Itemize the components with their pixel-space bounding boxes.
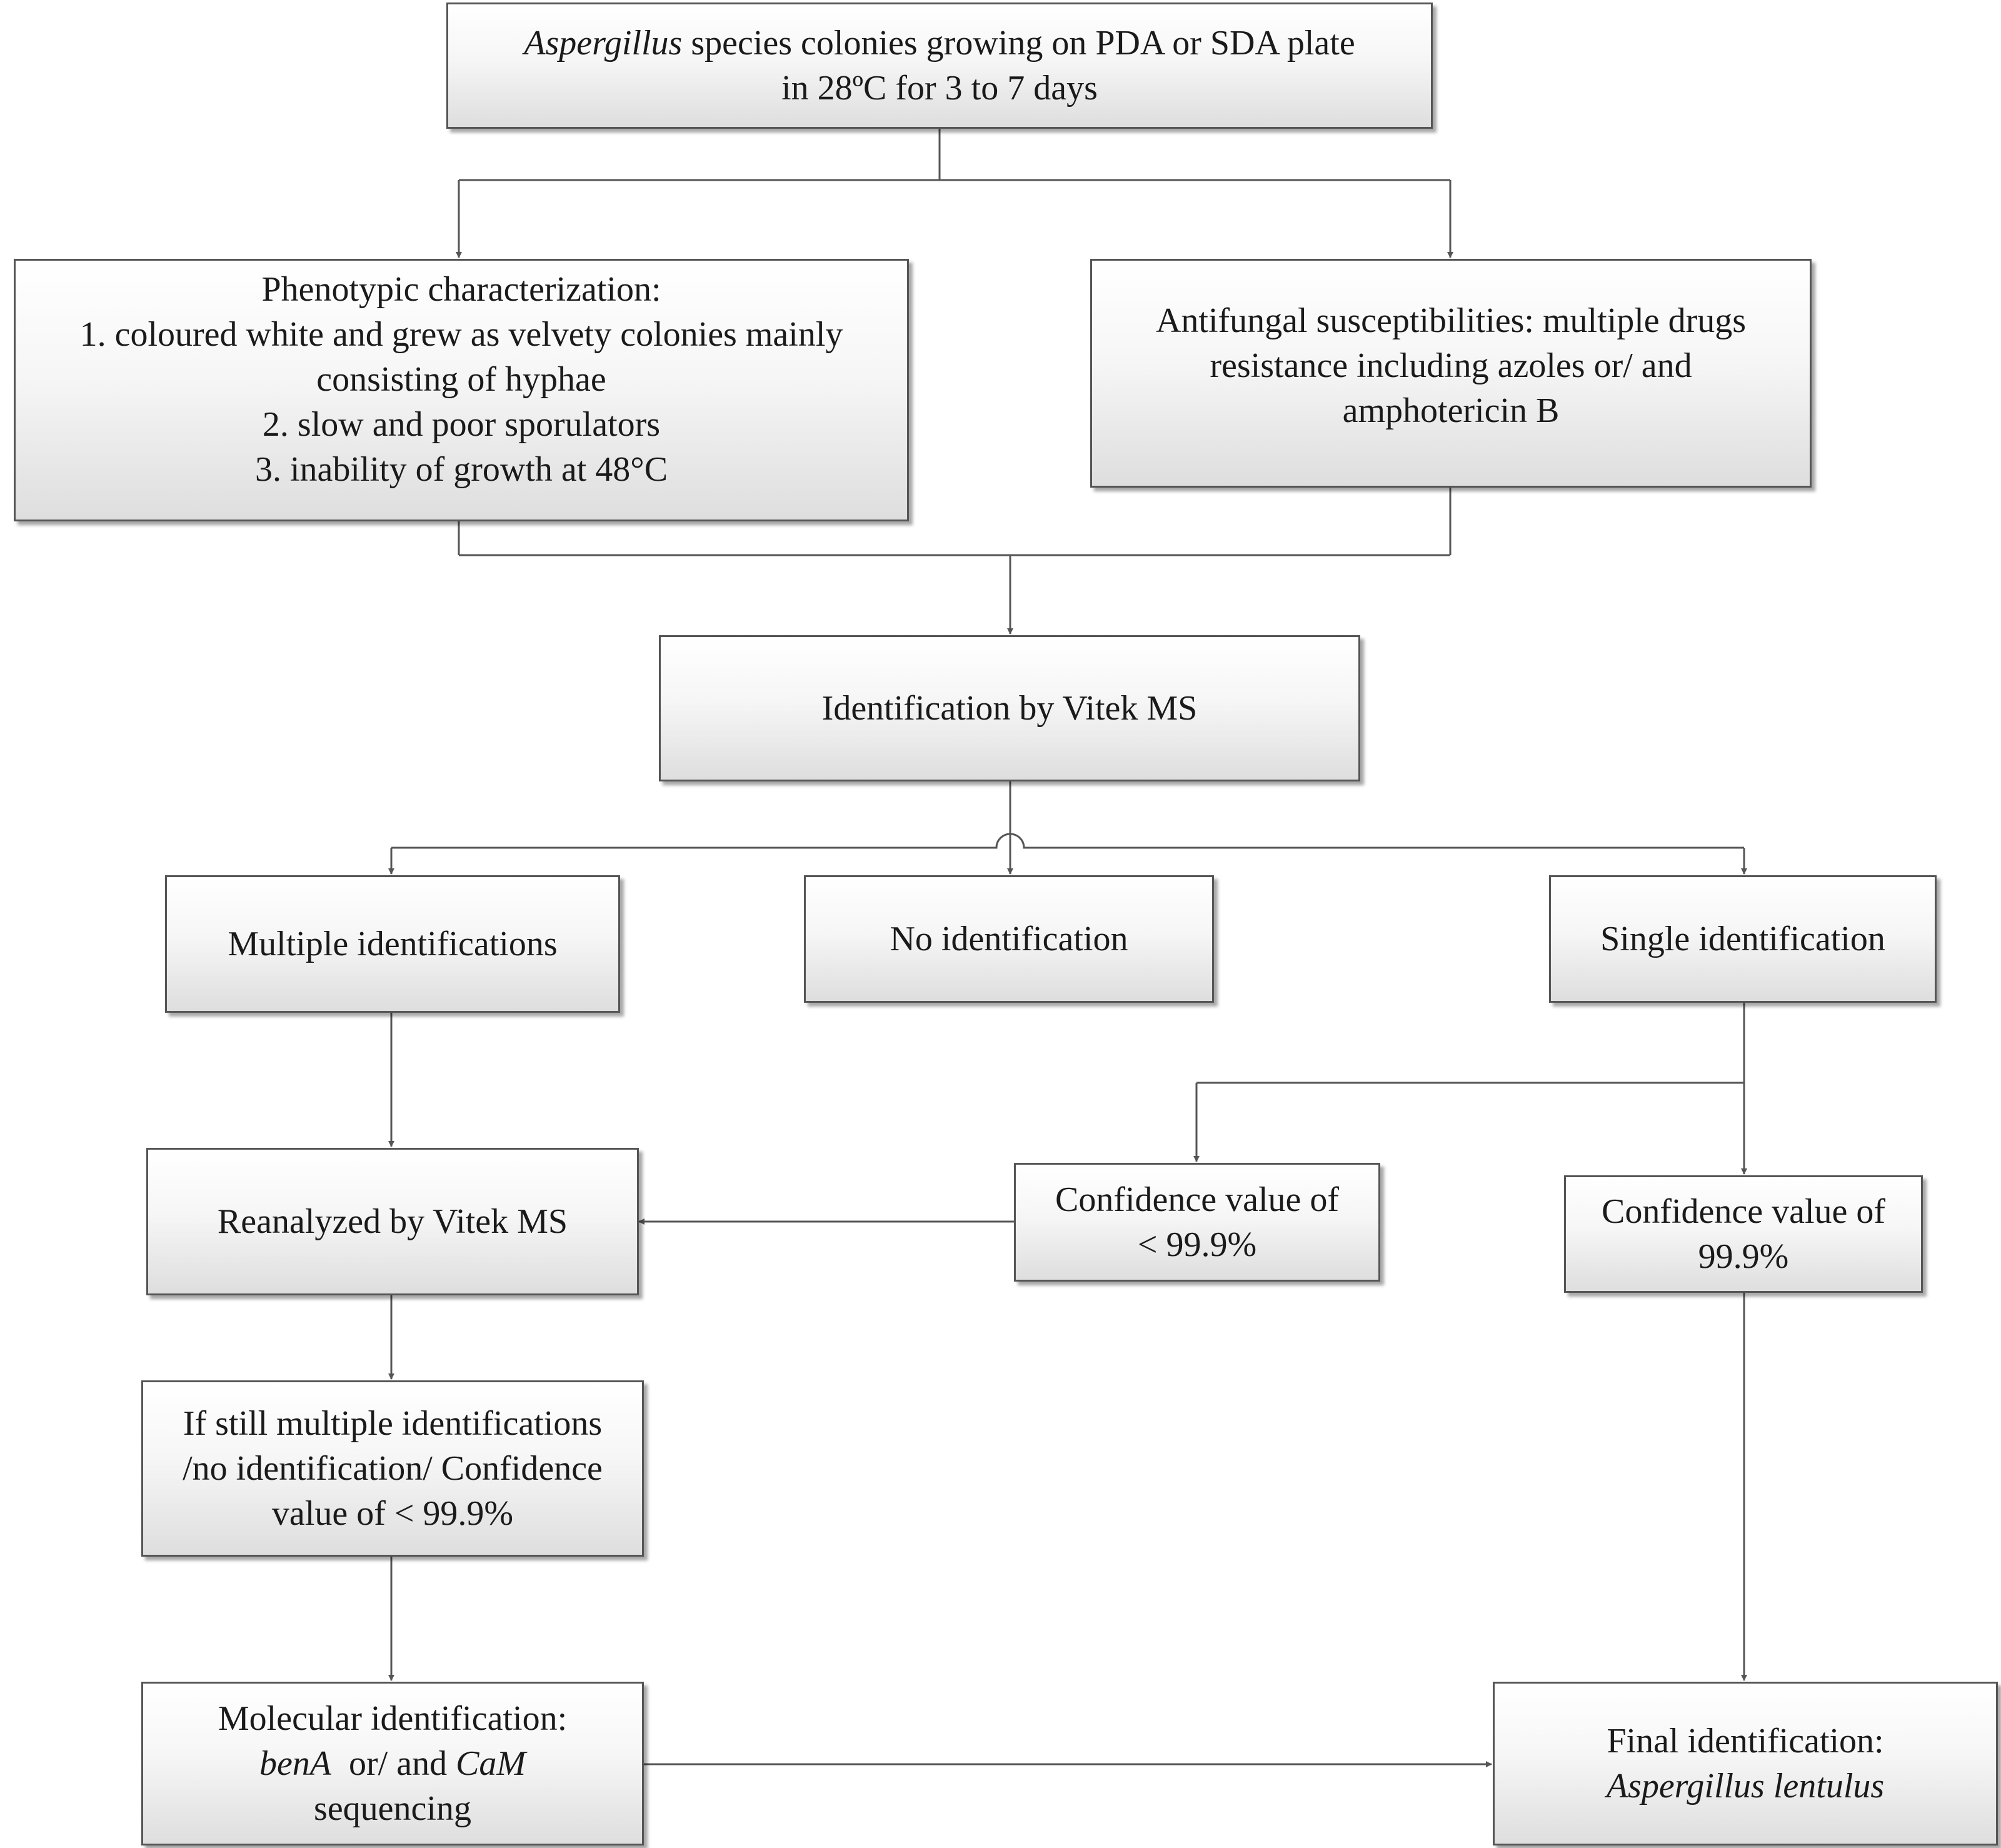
confidence-below-threshold-node: Confidence value of < 99.9% [1014,1163,1380,1282]
antifungal-susceptibility-node: Antifungal susceptibilities: multiple dr… [1090,259,1812,488]
gene-bena: benA [259,1744,331,1783]
multiple-identifications-node: Multiple identifications [165,875,620,1013]
reanalyzed-by-vitek-node: Reanalyzed by Vitek MS [146,1148,639,1295]
vitek-ms-identification-node: Identification by Vitek MS [659,635,1360,781]
gene-cam: CaM [456,1744,526,1783]
no-identification-node: No identification [804,875,1214,1003]
molecular-identification-node: Molecular identification: benA or/ and C… [141,1682,644,1845]
confidence-at-threshold-node: Confidence value of 99.9% [1564,1175,1923,1293]
species-name: Aspergillus lentulus [1606,1767,1885,1805]
phenotypic-characterization-node: Phenotypic characterization: 1. coloured… [14,259,909,521]
genus-name: Aspergillus [524,24,683,63]
single-identification-node: Single identification [1549,875,1937,1003]
connector-outcome-horizontal [391,833,1744,849]
final-identification-node: Final identification: Aspergillus lentul… [1493,1682,1998,1845]
start-node: Aspergillus species colonies growing on … [446,3,1433,129]
still-unresolved-node: If still multiple identifications /no id… [141,1380,644,1557]
